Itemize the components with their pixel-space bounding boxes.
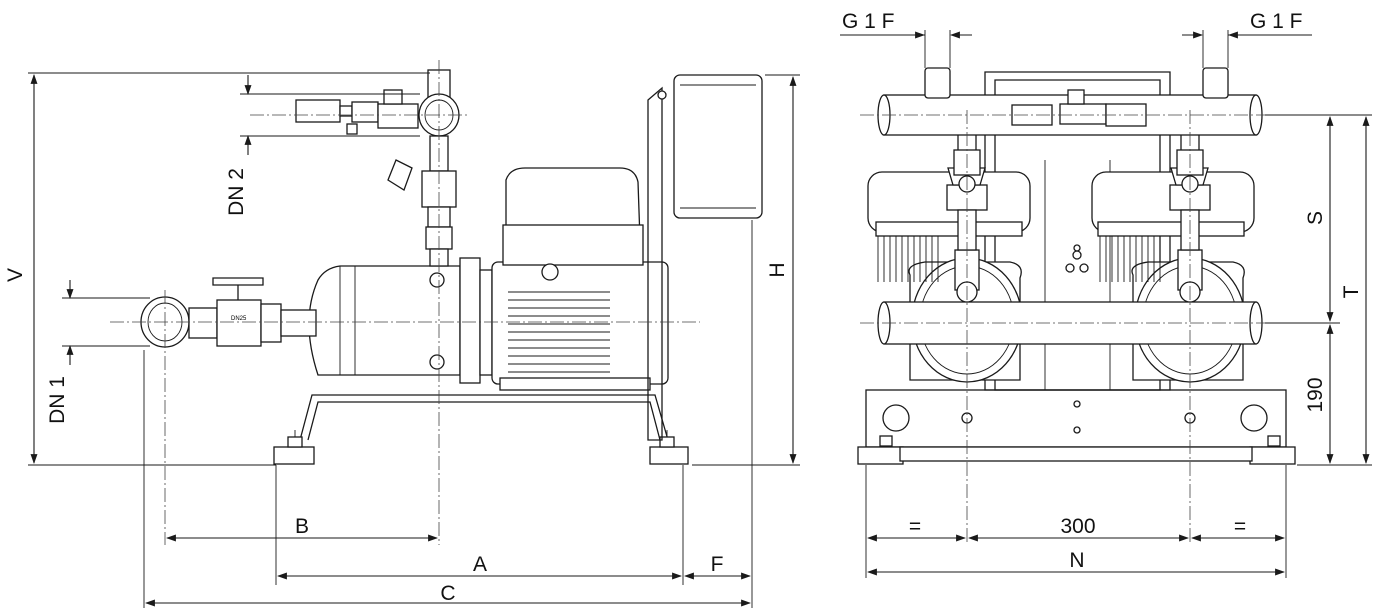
drain-plug-icon xyxy=(429,354,445,370)
dim-label-N: N xyxy=(1069,549,1084,572)
inlet-assembly: DN25 xyxy=(140,277,317,348)
dim-label-190: 190 xyxy=(1304,377,1327,412)
dim-label-C: C xyxy=(440,582,455,605)
base-plate xyxy=(857,389,1296,465)
outlet-assembly xyxy=(295,69,460,267)
valve-handle-icon xyxy=(387,159,413,191)
dim-label-T: T xyxy=(1340,285,1363,298)
pump-right xyxy=(1091,167,1255,383)
dim-label-H: H xyxy=(766,262,789,277)
front-extension-lines xyxy=(865,30,1372,578)
pressure-switch xyxy=(295,89,419,135)
terminal-box xyxy=(505,167,641,241)
valve-marking: DN25 xyxy=(231,316,247,322)
dim-label-F: F xyxy=(711,553,724,576)
discharge-manifold xyxy=(877,67,1263,136)
extension-lines xyxy=(28,72,800,608)
dim-label-DN2: DN 2 xyxy=(225,168,248,216)
dim-label-B: B xyxy=(295,515,309,538)
dim-label-G1F-left: G 1 F xyxy=(842,10,895,33)
dim-label-eq-right: = xyxy=(1234,515,1246,538)
dim-label-A: A xyxy=(473,553,487,576)
pump-left xyxy=(867,167,1031,383)
side-view: DN25 xyxy=(4,60,800,608)
dim-label-V: V xyxy=(4,268,27,282)
dim-label-S: S xyxy=(1304,211,1327,225)
cooling-fins xyxy=(508,291,610,373)
motor-fins-left xyxy=(877,236,939,282)
dim-label-G1F-right: G 1 F xyxy=(1250,10,1303,33)
pump-body xyxy=(308,257,493,384)
port-plug-icon xyxy=(429,272,445,288)
motor xyxy=(491,167,669,391)
control-cabinet xyxy=(647,74,763,441)
dim-label-300: 300 xyxy=(1060,515,1095,538)
motor-fins-right xyxy=(1099,236,1161,282)
base-frame xyxy=(273,394,689,465)
dim-label-DN1: DN 1 xyxy=(46,376,69,424)
front-view: G 1 F G 1 F S 190 T = 300 = N xyxy=(840,10,1372,578)
dim-label-eq-left: = xyxy=(909,515,921,538)
